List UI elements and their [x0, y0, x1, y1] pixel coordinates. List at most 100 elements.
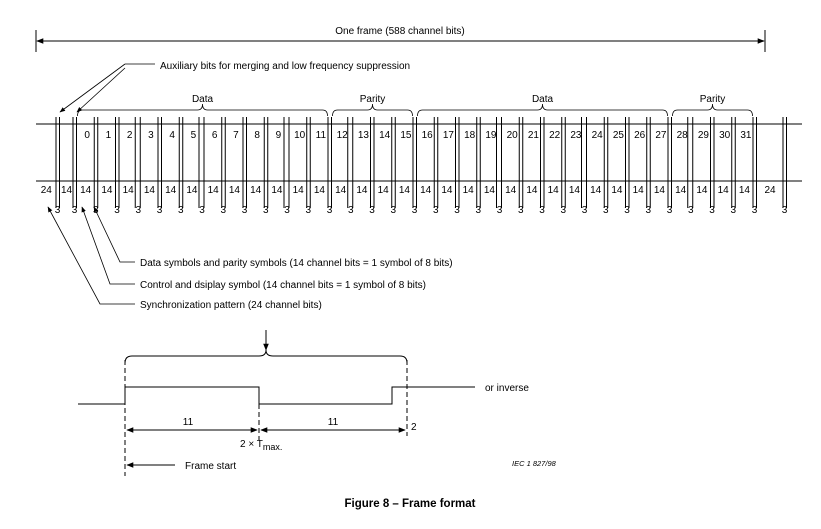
symbol-number: 17 [443, 130, 455, 141]
group-label: Data [532, 94, 554, 105]
segment-bit-count: 14 [378, 185, 390, 196]
segment-bit-count: 14 [675, 185, 687, 196]
segment-bit-count: 14 [293, 185, 305, 196]
aux-bits-label: Auxiliary bits for merging and low frequ… [160, 61, 410, 72]
segment-bit-count: 14 [611, 185, 623, 196]
symbol-number: 24 [592, 130, 604, 141]
merging-bits-count: 3 [327, 205, 333, 216]
segment-bit-count: 14 [356, 185, 368, 196]
symbol-number: 19 [485, 130, 497, 141]
merging-bits-count: 3 [688, 205, 694, 216]
symbol-number: 15 [400, 130, 412, 141]
merging-bits-count: 3 [782, 205, 788, 216]
group-brace [672, 103, 753, 117]
symbol-number: 22 [549, 130, 561, 141]
tmax-label: 2 × Tmax. [240, 439, 282, 452]
segment-bit-count: 14 [484, 185, 496, 196]
segment-bit-count: 14 [314, 185, 326, 196]
symbol-number: 18 [464, 130, 476, 141]
segment-bit-count: 14 [463, 185, 475, 196]
merging-bits-count: 3 [199, 205, 205, 216]
symbol-number: 3 [148, 130, 154, 141]
sync-pattern-callout: Synchronization pattern (24 channel bits… [140, 300, 322, 311]
merging-bits-count: 3 [645, 205, 651, 216]
merging-bits-count: 3 [518, 205, 524, 216]
segment-bit-count: 14 [101, 185, 113, 196]
group-brace [417, 103, 668, 117]
merging-bits-count: 3 [624, 205, 630, 216]
merging-bits-count: 3 [157, 205, 163, 216]
segment-bit-count: 14 [250, 185, 262, 196]
merging-bits-count: 3 [55, 205, 61, 216]
group-label: Parity [360, 94, 386, 105]
segment-bit-count: 14 [633, 185, 645, 196]
segment-bit-count: 14 [165, 185, 177, 196]
segment-bit-count: 14 [229, 185, 241, 196]
symbol-number: 21 [528, 130, 540, 141]
merging-bits-count: 3 [284, 205, 290, 216]
segment-bit-count: 24 [41, 185, 53, 196]
symbol-number: 16 [422, 130, 434, 141]
segment-bit-count: 14 [61, 185, 73, 196]
symbol-number: 6 [212, 130, 218, 141]
segment-bit-count: 14 [739, 185, 751, 196]
symbol-number: 13 [358, 130, 370, 141]
merging-bits-count: 3 [114, 205, 120, 216]
merging-bits-count: 3 [305, 205, 311, 216]
segment-bit-count: 14 [144, 185, 156, 196]
segment-bit-count: 14 [441, 185, 453, 196]
segment-bit-count: 14 [526, 185, 538, 196]
run-length-1: 11 [183, 417, 194, 428]
segment-bit-count: 14 [208, 185, 220, 196]
symbol-number: 30 [719, 130, 731, 141]
merging-bits-count: 3 [497, 205, 503, 216]
merging-bits-count: 3 [135, 205, 141, 216]
symbol-number: 7 [233, 130, 239, 141]
sync-signal-line [78, 386, 475, 405]
segment-bit-count: 14 [718, 185, 730, 196]
symbol-number: 1 [106, 130, 112, 141]
segment-bit-count: 14 [569, 185, 581, 196]
symbol-number: 2 [127, 130, 133, 141]
merging-bits-count: 3 [539, 205, 545, 216]
segment-bit-count: 14 [271, 185, 283, 196]
channel-bit-separators [55, 117, 787, 208]
symbol-number: 0 [84, 130, 90, 141]
segment-bit-count: 14 [186, 185, 198, 196]
frame-start-label: Frame start [185, 461, 236, 472]
merging-bits-count: 3 [390, 205, 396, 216]
symbol-number: 12 [337, 130, 349, 141]
symbol-number: 31 [740, 130, 752, 141]
symbol-number: 28 [677, 130, 689, 141]
merging-bits-count: 3 [709, 205, 715, 216]
frame-length-dimension: One frame (588 channel bits) [35, 26, 766, 52]
group-label: Data [192, 94, 214, 105]
segment-bit-count: 14 [696, 185, 708, 196]
symbol-number: 14 [379, 130, 391, 141]
group-brace [332, 103, 413, 117]
iec-reference: IEC 1 827/98 [512, 459, 557, 468]
merging-bits-count: 3 [752, 205, 758, 216]
merging-bits-count: 3 [454, 205, 460, 216]
merging-bits-count: 3 [220, 205, 226, 216]
segment-bit-count: 14 [335, 185, 347, 196]
merging-bits-count: 3 [433, 205, 439, 216]
segment-bit-count: 14 [399, 185, 411, 196]
figure-caption: Figure 8 – Frame format [344, 498, 475, 510]
symbol-number: 27 [655, 130, 667, 141]
symbol-number: 26 [634, 130, 646, 141]
merging-bits-count: 3 [369, 205, 375, 216]
merging-bits-count: 3 [178, 205, 184, 216]
merging-bits-count: 3 [72, 205, 78, 216]
symbol-number: 29 [698, 130, 710, 141]
symbol-number: 20 [507, 130, 519, 141]
merging-bits-count: 3 [475, 205, 481, 216]
group-brace [77, 103, 328, 117]
merging-bits-count: 3 [582, 205, 588, 216]
aux-bits-callout: Auxiliary bits for merging and low frequ… [59, 61, 410, 113]
symbol-number: 10 [294, 130, 306, 141]
merging-bits-count: 3 [412, 205, 418, 216]
